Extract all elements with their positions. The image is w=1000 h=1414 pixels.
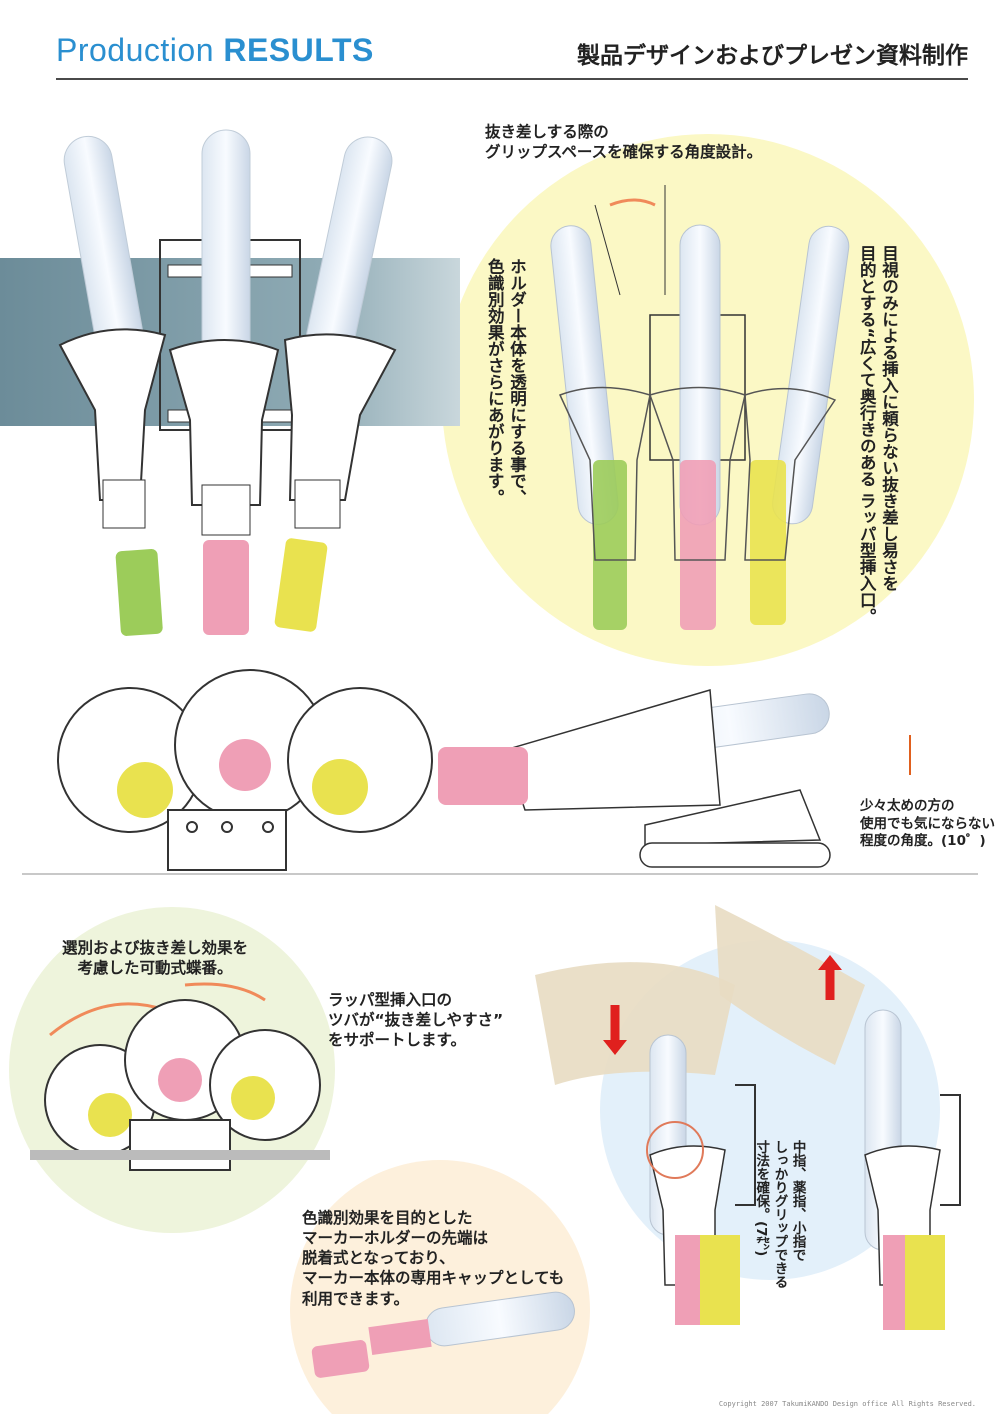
hinge-illustration [30, 982, 330, 1171]
note-trumpet-inlet: 目視のみによる挿入に頼らない抜き差し易さを 目的とする“広くて奥行きのある ラッ… [857, 245, 899, 625]
title-light: Production [56, 32, 214, 68]
title-bold: RESULTS [223, 32, 374, 68]
header-rule [56, 78, 968, 80]
section-divider [22, 873, 978, 875]
copyright-notice: Copyright 2007 TakumiKANDO Design office… [718, 1400, 976, 1408]
note-flange: ラッパ型挿入口の ツバが“抜き差しやすさ” をサポートします。 [328, 991, 504, 1050]
transparent-holder-illustration [550, 185, 850, 630]
top-view-illustration [57, 669, 433, 871]
holder-pink [168, 129, 280, 635]
holder-green [58, 135, 167, 636]
holder-yellow [274, 136, 397, 632]
note-angle: 少々太めの方の 使用でも気にならない 程度の角度。(10゜) [860, 798, 995, 850]
note-grip-space: 抜き差しする際の グリップスペースを確保する角度設計。 [485, 123, 763, 162]
side-view-illustration [438, 689, 911, 868]
note-hinge: 選別および抜き差し効果を 考慮した可動式蝶番。 [62, 939, 249, 978]
page-title: Production RESULTS [56, 32, 374, 69]
note-tip-cap: 色識別効果を目的とした マーカーホルダーの先端は 脱着式となっており、 マーカー… [302, 1209, 565, 1308]
holder-trio-illustration [58, 129, 397, 636]
page-subtitle: 製品デザインおよびプレゼン資料制作 [577, 43, 968, 69]
hand-grip-illustration [535, 905, 961, 1330]
note-finger-grip: 中指、薬指、小指で しっかりグリップできる 寸法を確保。(7㌢) [753, 1140, 806, 1289]
note-transparent-body: ホルダー本体を透明にする事で、 色識別効果がさらにあがります。 [485, 258, 527, 506]
marker-cap-illustration [311, 1291, 575, 1378]
